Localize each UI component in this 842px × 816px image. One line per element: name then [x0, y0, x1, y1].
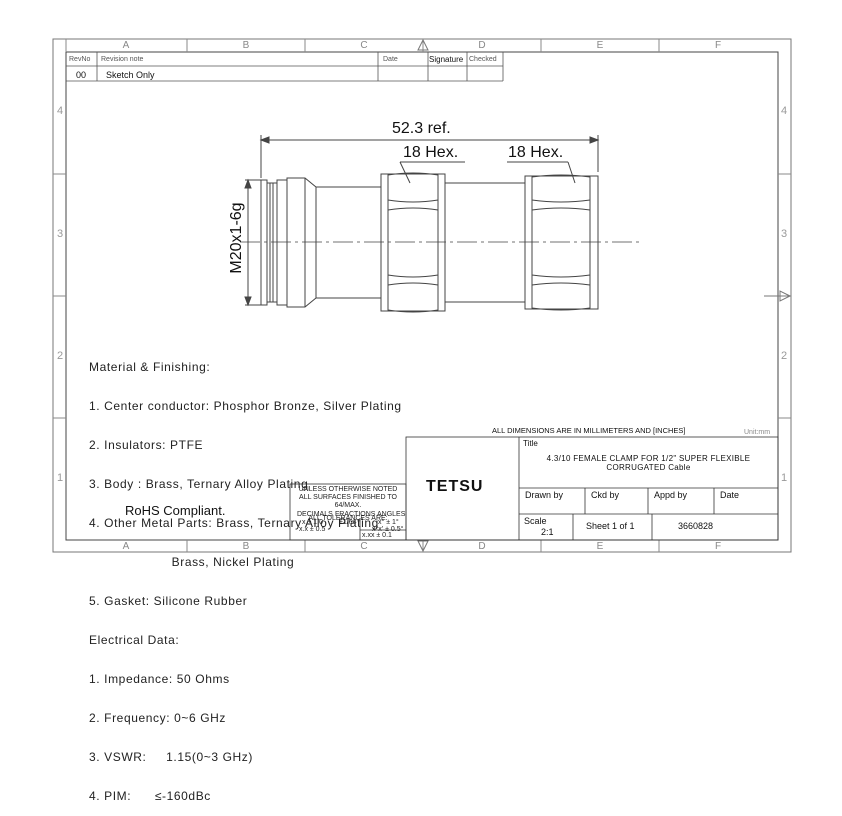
- drawing-title: 4.3/10 FEMALE CLAMP FOR 1/2" SUPER FLEXI…: [519, 454, 778, 472]
- rohs-compliant: RoHS Compliant.: [125, 503, 226, 518]
- hex-left-dimension: 18 Hex.: [403, 144, 459, 161]
- tolerance-line2: ALL SURFACES FINISHED TO 64/MAX.: [299, 494, 397, 509]
- tol-fraction: ±1/64: [339, 519, 357, 526]
- rev-header-revno: RevNo: [69, 56, 91, 63]
- appd-by-label: Appd by: [654, 490, 688, 500]
- notes-line: 1. Center conductor: Phosphor Bronze, Si…: [89, 399, 402, 413]
- grid-col-b-bottom: B: [242, 541, 250, 552]
- grid-col-f-top: F: [714, 40, 722, 51]
- rev-row-note: Sketch Only: [106, 70, 155, 80]
- tol-header-decimals: DECIMALS: [297, 511, 333, 518]
- grid-col-d-bottom: D: [478, 541, 486, 552]
- dimensions-note: ALL DIMENSIONS ARE IN MILLIMETERS AND [I…: [492, 426, 686, 435]
- drawing-title-line1: 4.3/10 FEMALE CLAMP FOR 1/2" SUPER FLEXI…: [546, 454, 751, 463]
- grid-row-3-right: 3: [781, 228, 788, 240]
- title-label: Title: [523, 439, 538, 448]
- rev-header-checked: Checked: [469, 56, 497, 63]
- revision-table-lines: [66, 52, 504, 82]
- grid-col-e-bottom: E: [596, 541, 604, 552]
- notes-line: 1. Impedance: 50 Ohms: [89, 672, 230, 686]
- grid-row-2-right: 2: [781, 350, 788, 362]
- grid-col-d-top: D: [478, 40, 486, 51]
- notes-line: 4. Other Metal Parts: Brass, Ternary All…: [89, 516, 379, 530]
- grid-col-c-top: C: [360, 40, 368, 51]
- rev-row-number: 00: [76, 70, 87, 80]
- grid-row-4-left: 4: [57, 105, 64, 117]
- title-block-lines: [289, 436, 779, 541]
- tol-header-fractions: FRACTIONS: [335, 511, 376, 518]
- tol-angle-1: x° ± 1°: [378, 519, 399, 526]
- overall-length-dimension: 52.3 ref.: [392, 120, 451, 137]
- grid-col-c-bottom: C: [360, 541, 368, 552]
- hex-right-dimension: 18 Hex.: [508, 144, 564, 161]
- notes-line: 3. Body : Brass, Ternary Alloy Plating: [89, 477, 309, 491]
- grid-row-1-left: 1: [57, 472, 64, 484]
- sheet-number: Sheet 1 of 1: [586, 521, 635, 531]
- tol-decimal-1: x ± 1.0: [302, 519, 323, 526]
- rev-header-signature: Signature: [429, 55, 464, 64]
- grid-row-3-left: 3: [57, 228, 64, 240]
- ckd-by-label: Ckd by: [591, 490, 620, 500]
- tol-angle-2: x°x' ± 0.5°: [372, 526, 404, 533]
- tolerance-note: UNLESS OTHERWISE NOTED ALL SURFACES FINI…: [291, 486, 405, 523]
- drawn-by-label: Drawn by: [525, 490, 564, 500]
- notes-line: Electrical Data:: [89, 633, 180, 647]
- scale-label: Scale: [524, 516, 547, 526]
- drawing-title-line2: CORRUGATED Cable: [606, 463, 691, 472]
- scale-value: 2:1: [541, 527, 554, 537]
- grid-col-b-top: B: [242, 40, 250, 51]
- connector-drawing: [240, 135, 640, 313]
- company-logo: TETSU: [426, 478, 484, 495]
- grid-row-1-right: 1: [781, 472, 788, 484]
- tolerance-line3: ALL TOLERANCES ARE:: [308, 515, 388, 522]
- notes-line: Brass, Nickel Plating: [89, 555, 295, 569]
- notes-line: 2. Insulators: PTFE: [89, 438, 204, 452]
- grid-row-2-left: 2: [57, 350, 64, 362]
- date-label: Date: [720, 490, 740, 500]
- notes-line: 5. Gasket: Silicone Rubber: [89, 594, 248, 608]
- grid-col-f-bottom: F: [714, 541, 722, 552]
- tol-decimal-3: x.xx ± 0.1: [362, 532, 392, 539]
- grid-col-e-top: E: [596, 40, 604, 51]
- rev-header-date: Date: [383, 56, 398, 63]
- grid-col-a-top: A: [122, 40, 130, 51]
- rev-header-note: Revision note: [101, 56, 144, 63]
- drawing-number: 3660828: [678, 521, 714, 531]
- notes-line: 2. Frequency: 0~6 GHz: [89, 711, 226, 725]
- grid-col-a-bottom: A: [122, 541, 130, 552]
- notes-line: 3. VSWR: 1.15(0~3 GHz): [89, 750, 253, 764]
- tolerance-line1: UNLESS OTHERWISE NOTED: [298, 486, 398, 493]
- tol-decimal-2: x.x ± 0.5: [299, 526, 326, 533]
- grid-row-4-right: 4: [781, 105, 788, 117]
- notes-line: 4. PIM: ≤-160dBc: [89, 789, 211, 803]
- tol-header-angles: ANGLES: [377, 511, 406, 518]
- unit-label: Unit:mm: [744, 429, 771, 436]
- notes-line: Material & Finishing:: [89, 360, 211, 374]
